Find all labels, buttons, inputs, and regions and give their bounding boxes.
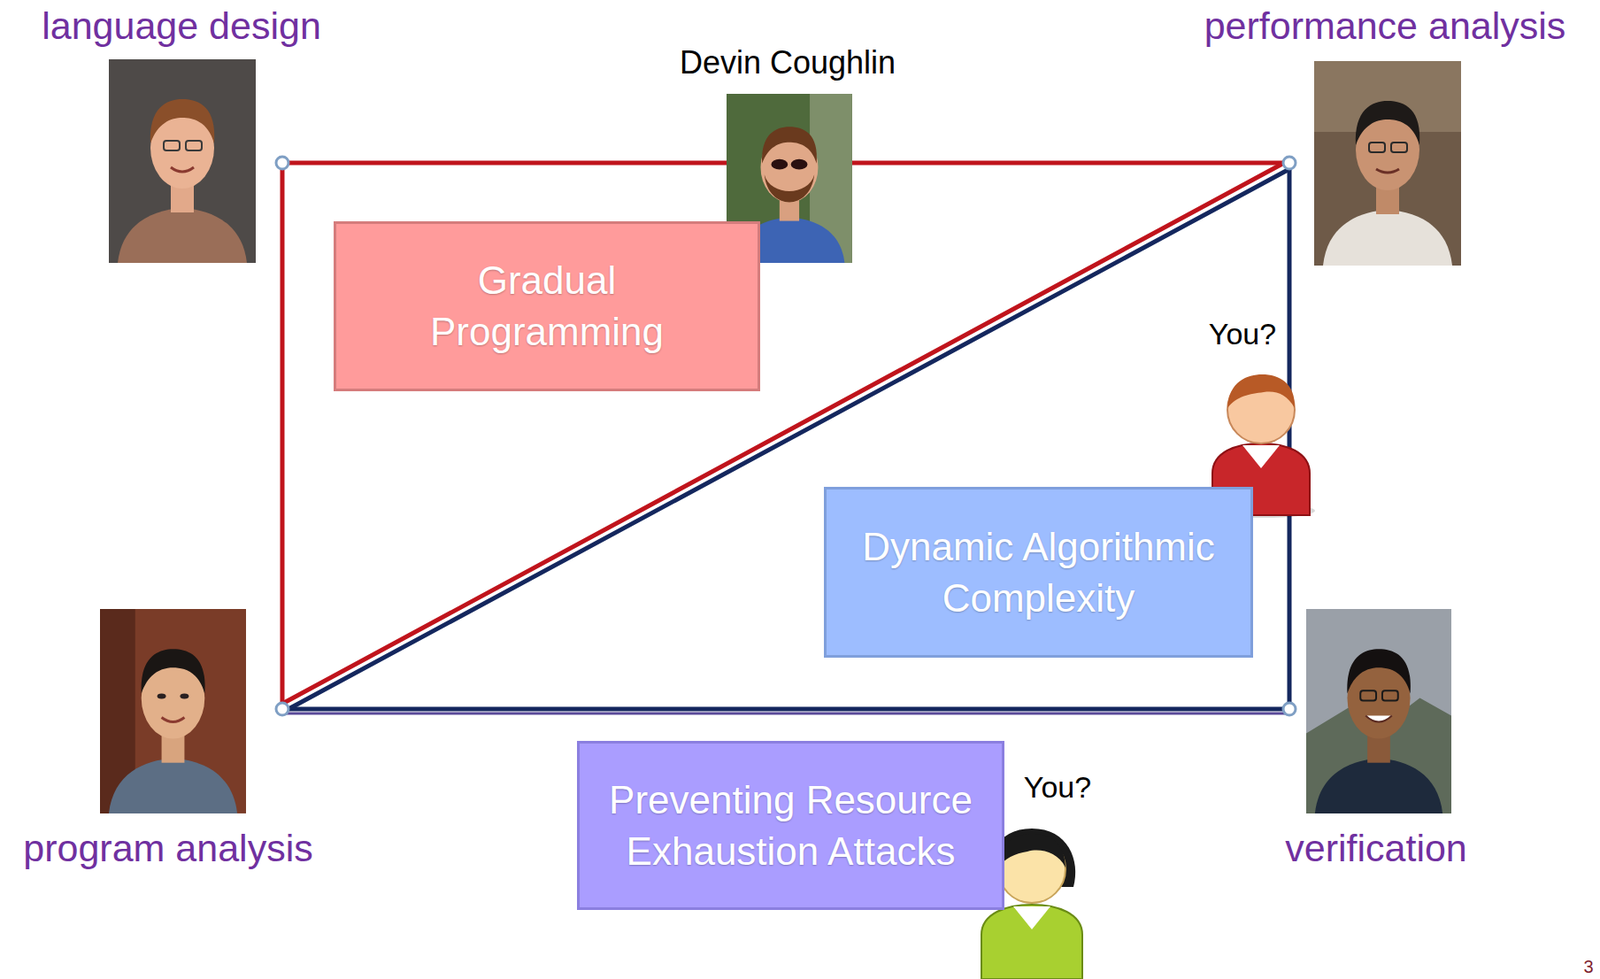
field-label: program analysis (23, 825, 313, 872)
topic-box: Gradual Programming (333, 221, 761, 392)
box-text: Gradual Programming (414, 254, 680, 358)
field-label: performance analysis (1204, 3, 1567, 50)
portrait-photo (1306, 608, 1452, 814)
callout-text: You? (1023, 769, 1092, 806)
topic-box: Preventing Resource Exhaustion Attacks (576, 740, 1005, 910)
page-number: 3 (1583, 955, 1593, 977)
portrait-photo (1314, 61, 1462, 266)
box-text: Preventing Resource Exhaustion Attacks (592, 774, 990, 877)
corner-dots (276, 156, 1296, 716)
field-label: language design (41, 3, 322, 50)
topic-box: Dynamic Algorithmic Complexity (823, 486, 1254, 658)
callout-text: You? (1208, 315, 1277, 353)
quadrant-lines (282, 162, 1290, 714)
person-name: Devin Coughlin (679, 43, 896, 82)
portrait-photo (100, 608, 247, 814)
portrait-photo (108, 59, 256, 263)
field-label: verification (1284, 825, 1468, 872)
box-text: Dynamic Algorithmic Complexity (839, 521, 1239, 624)
